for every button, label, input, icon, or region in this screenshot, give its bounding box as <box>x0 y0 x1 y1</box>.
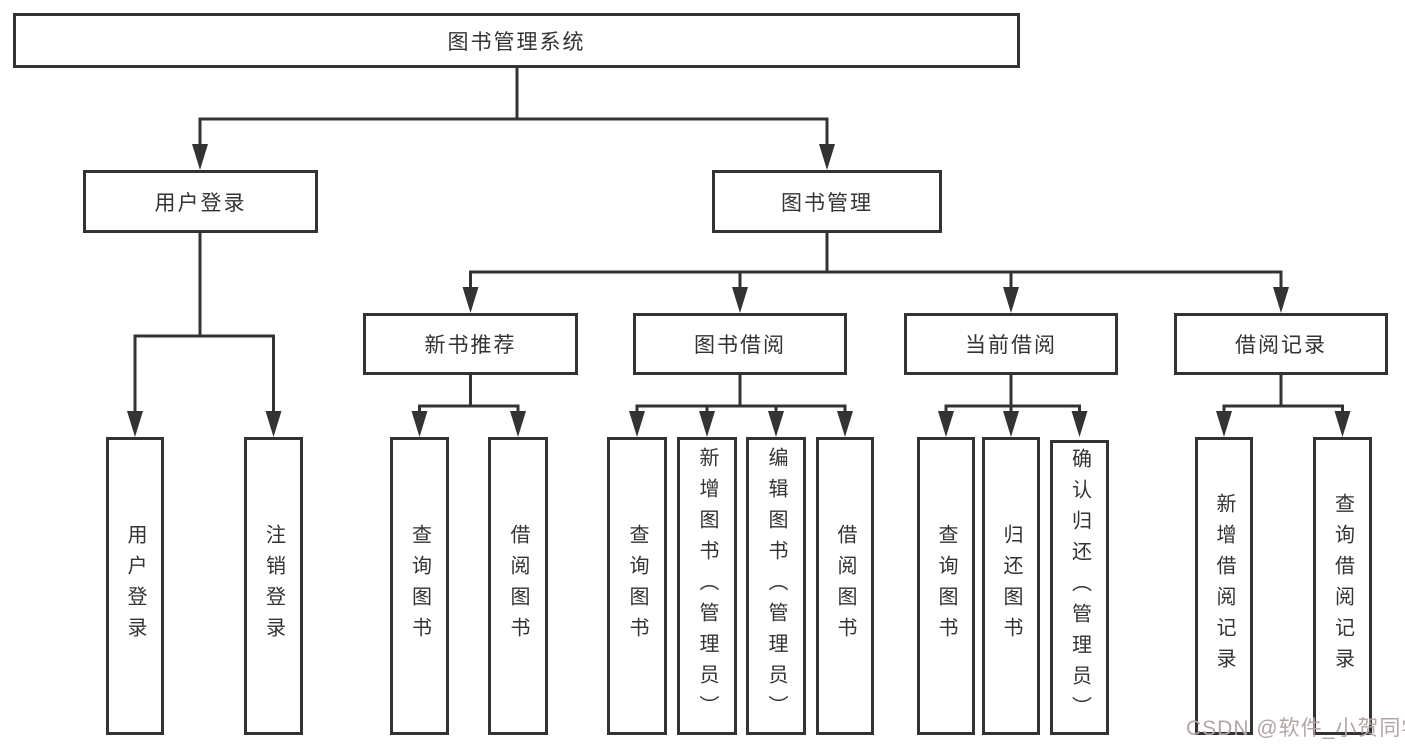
leaf-current-confirm-return-admin: 确认归还（管理员） <box>1050 440 1109 735</box>
leaf-logout-label: 注销登录 <box>262 524 285 648</box>
csdn-watermark: CSDN @软件_小贺同学 <box>1186 717 1405 740</box>
leaf-records-query-record: 查询借阅记录 <box>1313 437 1372 735</box>
leaf-borrow-borrow-books: 借阅图书 <box>816 437 874 735</box>
leaf-recommend-borrow-books: 借阅图书 <box>488 437 548 735</box>
leaf-current-return-books: 归还图书 <box>982 437 1040 735</box>
leaf-current-confirm-return-admin-label: 确认归还（管理员） <box>1068 448 1091 727</box>
node-new-book-recommend: 新书推荐 <box>363 313 578 375</box>
leaf-records-query-record-label: 查询借阅记录 <box>1331 493 1354 679</box>
leaf-recommend-query-books: 查询图书 <box>390 437 449 735</box>
leaf-borrow-edit-books-admin: 编辑图书（管理员） <box>746 437 806 735</box>
leaf-borrow-add-books-admin: 新增图书（管理员） <box>677 437 737 735</box>
node-book-borrow: 图书借阅 <box>633 313 847 375</box>
leaf-current-query-books: 查询图书 <box>917 437 975 735</box>
leaf-recommend-borrow-books-label: 借阅图书 <box>507 524 529 648</box>
node-current-borrow: 当前借阅 <box>904 313 1118 375</box>
leaf-user-login-label: 用户登录 <box>124 524 146 648</box>
leaf-recommend-query-books-label: 查询图书 <box>408 524 431 648</box>
leaf-logout: 注销登录 <box>244 437 303 735</box>
leaf-borrow-borrow-books-label: 借阅图书 <box>834 524 856 648</box>
node-user-login: 用户登录 <box>83 170 318 233</box>
leaf-borrow-query-books-label: 查询图书 <box>626 524 648 648</box>
arrowheads <box>127 144 1351 437</box>
leaf-borrow-edit-books-admin-label: 编辑图书（管理员） <box>765 446 787 726</box>
leaf-current-query-books-label: 查询图书 <box>935 524 957 648</box>
node-book-management: 图书管理 <box>712 170 942 233</box>
leaf-records-add-record: 新增借阅记录 <box>1195 437 1253 735</box>
node-borrow-records: 借阅记录 <box>1174 313 1388 375</box>
leaf-borrow-query-books: 查询图书 <box>607 437 667 735</box>
node-library-system-root: 图书管理系统 <box>13 13 1020 68</box>
leaf-user-login: 用户登录 <box>106 437 164 735</box>
leaf-borrow-add-books-admin-label: 新增图书（管理员） <box>696 446 718 726</box>
leaf-current-return-books-label: 归还图书 <box>1000 524 1022 648</box>
leaf-records-add-record-label: 新增借阅记录 <box>1213 493 1235 679</box>
